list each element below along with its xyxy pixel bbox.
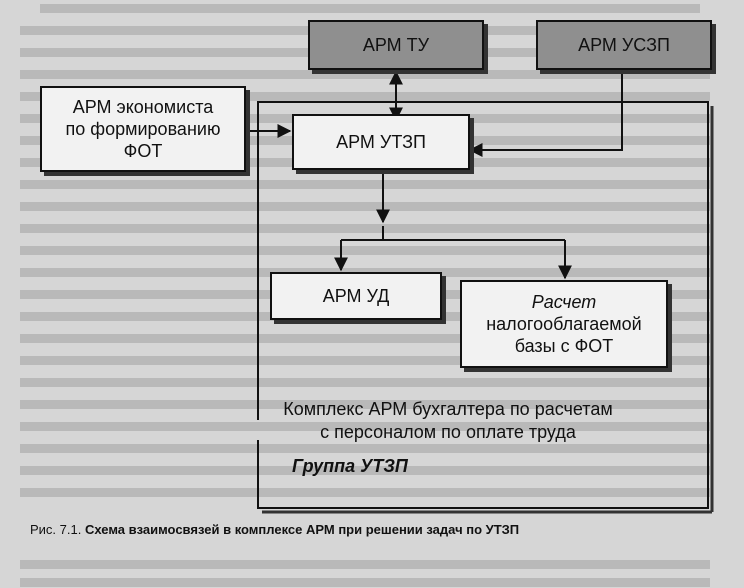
link-uszp-utzp bbox=[468, 72, 623, 157]
box-tax-base: Расчет налогооблагаемой базы с ФОТ bbox=[460, 280, 668, 368]
complex-label: Комплекс АРМ бухгалтера по расчетам с пе… bbox=[248, 398, 648, 444]
box-arm-tu-label: АРМ ТУ bbox=[362, 35, 430, 55]
figure-caption: Рис. 7.1. Схема взаимосвязей в комплексе… bbox=[30, 522, 730, 538]
box-arm-ud: АРМ УД bbox=[270, 272, 442, 320]
box-arm-utzp: АРМ УТЗП bbox=[292, 114, 470, 170]
complex-label-line-2: с персоналом по оплате труда bbox=[320, 422, 576, 442]
box-arm-ud-label: АРМ УД bbox=[322, 286, 390, 306]
box-arm-economist: АРМ экономиста по формированию ФОТ bbox=[40, 86, 246, 172]
box-arm-utzp-label: АРМ УТЗП bbox=[336, 132, 426, 152]
box-arm-uszp: АРМ УСЗП bbox=[536, 20, 712, 70]
box-arm-economist-line-1: АРМ экономиста bbox=[72, 97, 214, 117]
caption-prefix: Рис. 7.1. bbox=[30, 522, 82, 537]
box-tax-base-line-2: налогооблагаемой bbox=[486, 314, 642, 334]
box-arm-uszp-label: АРМ УСЗП bbox=[578, 35, 670, 55]
complex-label-line-1: Комплекс АРМ бухгалтера по расчетам bbox=[283, 399, 613, 419]
group-label: Группа УТЗП bbox=[292, 456, 408, 476]
box-arm-economist-line-3: ФОТ bbox=[123, 141, 163, 161]
box-tax-base-line-3: базы с ФОТ bbox=[514, 336, 614, 356]
box-tax-base-line-1: Расчет bbox=[531, 292, 597, 312]
box-arm-economist-line-2: по формированию bbox=[65, 119, 221, 139]
caption-text: Схема взаимосвязей в комплексе АРМ при р… bbox=[84, 522, 520, 537]
box-arm-tu: АРМ ТУ bbox=[308, 20, 484, 70]
complex-boundary bbox=[257, 101, 709, 509]
